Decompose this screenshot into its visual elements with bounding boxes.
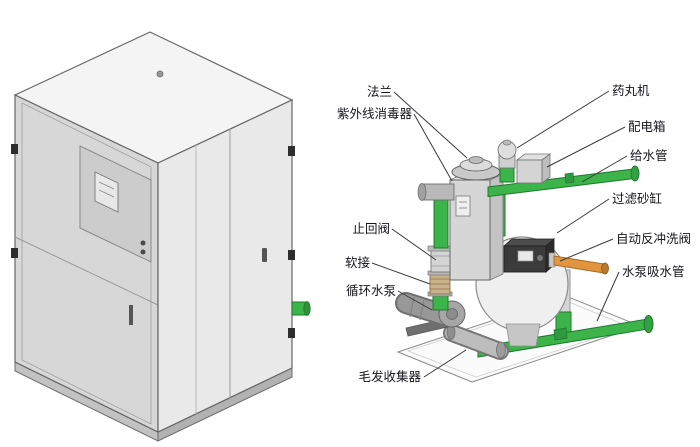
backwash-valve-top [502, 238, 556, 247]
label-power-box: 配电箱 [628, 119, 666, 134]
leader-supply-pipe [581, 155, 628, 183]
window-mark [98, 189, 115, 198]
leader-hair-collector [423, 349, 467, 378]
hair-collector-cap [496, 341, 506, 359]
cabinet-door-window [94, 171, 119, 213]
cabinet-door-knob [140, 249, 146, 255]
riser-pipe [433, 199, 449, 249]
cabinet-right-handle [262, 248, 267, 262]
window-mark [98, 181, 115, 190]
label-supply-pipe: 给水管 [630, 148, 668, 163]
leader-lines [371, 90, 628, 378]
leader-flexible-joint [371, 262, 431, 285]
hinge [288, 328, 295, 338]
motor-fin [419, 299, 425, 321]
valve-display [517, 250, 534, 262]
leader-power-box [546, 126, 626, 168]
label-flange: 法兰 [366, 84, 392, 99]
leader-flange [393, 91, 468, 159]
uv-name-plate [455, 195, 471, 217]
check-valve [430, 249, 451, 273]
hinge [11, 144, 18, 154]
leader-backwash-valve [559, 238, 614, 262]
cabinet-pipe-stub-cap [303, 301, 311, 316]
label-circulation-pump: 循环水泵 [345, 283, 396, 298]
label-sand-filter: 过滤砂缸 [612, 191, 663, 206]
leader-check-valve [391, 228, 437, 261]
hinge [288, 146, 295, 156]
cabinet-door-knob [140, 240, 146, 246]
cabinet-right-face [157, 99, 293, 433]
hair-collector-body [445, 326, 507, 358]
orange-pipe-cap [601, 262, 609, 275]
leader-pill-machine [516, 90, 610, 149]
valve-knob [537, 255, 543, 261]
leader-uv [413, 113, 453, 182]
cabinet-left-seam [14, 236, 159, 306]
pill-machine-cap [502, 139, 512, 146]
hinge [11, 248, 18, 258]
uv-sterilizer-body [449, 179, 491, 281]
flange-cap [468, 156, 484, 164]
leader-pump [397, 290, 433, 311]
label-suction-pipe: 水泵吸水管 [622, 264, 685, 279]
supply-pipe-flange [630, 165, 640, 182]
tank-stand [505, 323, 541, 347]
uv-inlet-cap [417, 183, 427, 201]
cabinet-left-face-frame [21, 102, 152, 425]
label-pill-machine: 药丸机 [612, 83, 650, 98]
leader-suction-pipe [596, 271, 620, 322]
suction-pipe-flange [643, 315, 654, 333]
pill-machine-tee [499, 167, 515, 183]
cabinet-lower-handle [129, 305, 133, 325]
cabinet-drawing [11, 31, 311, 442]
power-box [516, 159, 543, 184]
supply-pipe-coupling [564, 172, 575, 184]
uv-inlet-pipe [421, 183, 455, 201]
label-hair-collector: 毛发收集器 [358, 369, 421, 384]
label-flexible-joint: 软接 [344, 255, 370, 270]
leader-sand-filter [556, 198, 610, 234]
label-uv-sterilizer: 紫外线消毒器 [336, 106, 412, 121]
motor-fin [409, 296, 415, 318]
label-backwash-valve: 自动反冲洗阀 [616, 231, 692, 246]
equipment-assembly [395, 139, 654, 383]
cabinet-top-fitting [156, 70, 164, 78]
suction-pipe-coupling [553, 327, 568, 341]
label-check-valve: 止回阀 [352, 221, 390, 236]
pump-volute-center [446, 308, 458, 320]
hinge [288, 250, 295, 260]
